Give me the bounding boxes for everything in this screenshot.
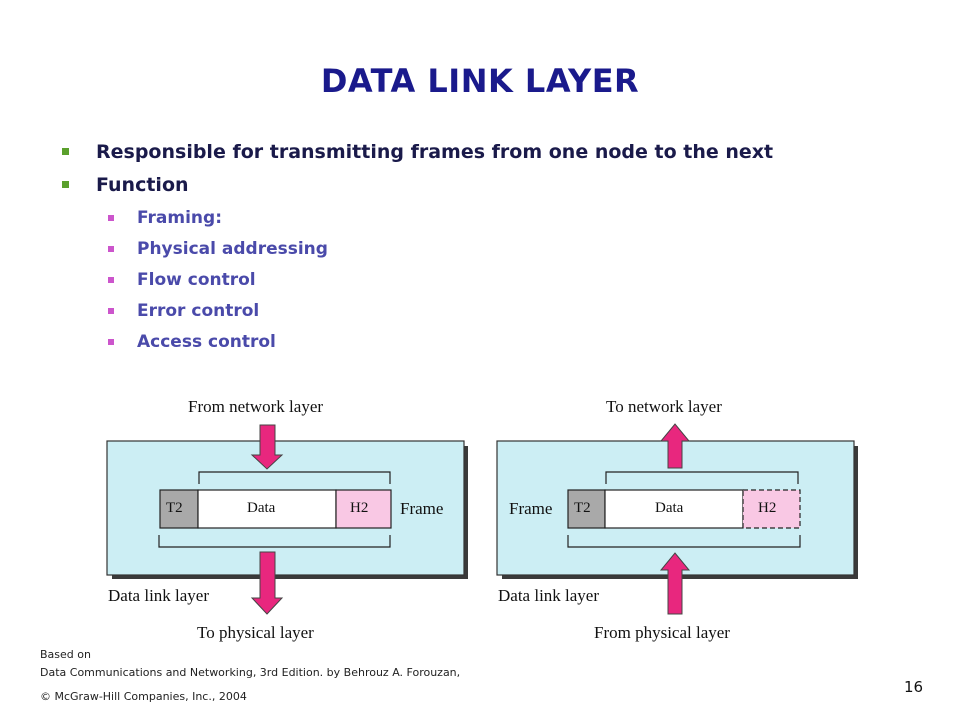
bullet-text: Responsible for transmitting frames from… [96,141,774,163]
right-bottom-label: From physical layer [594,623,730,642]
bullet-text: Function [96,174,189,196]
left-header-label: H2 [350,500,369,516]
footer-based-on: Based on [40,648,91,661]
sub-bullet-text: Physical addressing [137,239,328,259]
right-trailer-cell [567,489,606,529]
sub-bullet-text: Flow control [137,270,256,290]
page-number: 16 [904,678,924,696]
sub-bullet-item: Access control [108,332,276,352]
sub-bullet-item: Framing: [108,208,222,228]
left-top-label: From network layer [188,397,324,416]
sub-bullet-text: Framing: [137,208,222,228]
sub-bullet-item: Physical addressing [108,239,328,259]
bullet-marker-icon [62,148,69,155]
sub-bullet-text: Access control [137,332,276,352]
right-panel [496,423,858,615]
right-header-label: H2 [758,500,777,516]
left-layer-label: Data link layer [108,586,210,605]
slide-title: DATA LINK LAYER [320,62,640,100]
right-trailer-label: T2 [574,500,591,516]
left-lower-bracket [158,535,391,548]
sub-bullet-marker-icon [108,277,114,283]
left-trailer-label: T2 [166,500,183,516]
sub-bullet-marker-icon [108,246,114,252]
left-upper-bracket [198,471,391,484]
up-arrow-icon [659,552,691,615]
sub-bullet-item: Error control [108,301,260,321]
right-lower-bracket [567,535,801,548]
bullet-item: Responsible for transmitting frames from… [62,141,774,163]
right-data-cell [604,489,744,529]
right-frame-label: Frame [509,499,553,518]
sub-bullet-item: Flow control [108,270,256,290]
left-frame-label: Frame [400,499,444,518]
left-header-cell [335,489,392,529]
bullet-item: Function [62,174,189,196]
up-arrow-icon [659,423,691,469]
right-header-cell-dashed [742,489,801,529]
left-trailer-cell [159,489,199,529]
sub-bullet-marker-icon [108,339,114,345]
sub-bullet-marker-icon [108,308,114,314]
down-arrow-icon [250,424,284,470]
left-panel [106,424,468,615]
right-top-label: To network layer [606,397,722,416]
down-arrow-icon [250,551,284,615]
left-bottom-label: To physical layer [197,623,314,642]
sub-bullet-marker-icon [108,215,114,221]
right-upper-bracket [605,471,799,484]
right-data-label: Data [655,500,684,516]
bullet-marker-icon [62,181,69,188]
footer-citation: Data Communications and Networking, 3rd … [40,666,461,679]
right-layer-label: Data link layer [498,586,600,605]
left-data-cell [197,489,337,529]
sub-bullet-text: Error control [137,301,260,321]
left-data-label: Data [247,500,276,516]
footer-copyright: © McGraw-Hill Companies, Inc., 2004 [40,690,247,703]
